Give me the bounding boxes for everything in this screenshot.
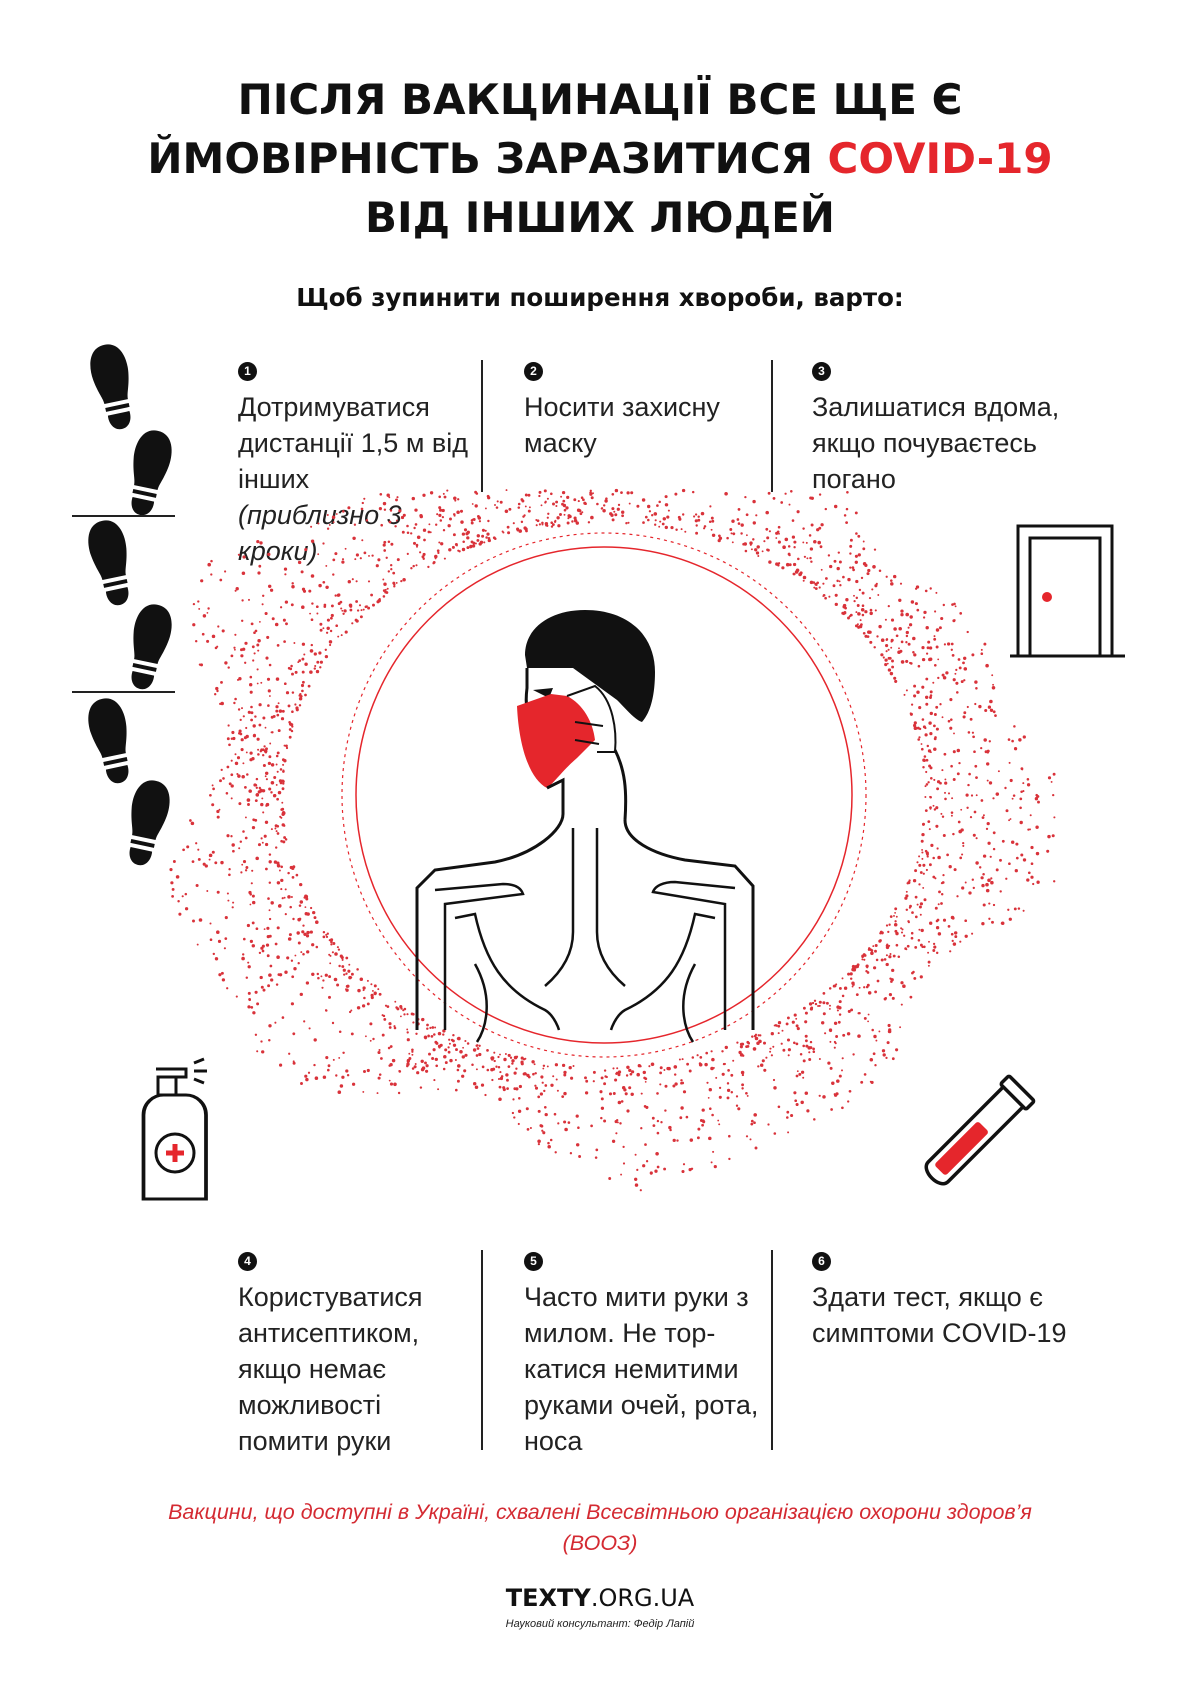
step-6: 6 Здати тест, якщо є симптоми COVID-19 — [812, 1252, 1072, 1351]
step-3: 3 Залишатися вдома, якщо почуваєтесь пог… — [812, 362, 1102, 497]
step-note: (приблизно 3 кроки) — [238, 500, 402, 566]
step-number: 2 — [524, 362, 543, 381]
step-number: 3 — [812, 362, 831, 381]
masked-person-illustration — [415, 610, 755, 1043]
step-2: 2 Носити захисну маску — [524, 362, 764, 461]
brand-bold: TEXTY — [505, 1584, 591, 1612]
title-line-1: ПІСЛЯ ВАКЦИНАЦІЇ ВСЕ ЩЕ Є — [237, 75, 963, 124]
test-tube-icon — [924, 1074, 1036, 1186]
step-5: 5 Часто мити руки з милом. Не тор-катися… — [524, 1252, 764, 1459]
scientific-consultant: Науковий консультант: Федір Лапій — [505, 1618, 695, 1630]
page-title: ПІСЛЯ ВАКЦИНАЦІЇ ВСЕ ЩЕ Є ЙМОВІРНІСТЬ ЗА… — [60, 70, 1140, 247]
step-text: Часто мити руки з милом. Не тор-катися н… — [524, 1282, 759, 1456]
title-line-2-text: ЙМОВІРНІСТЬ ЗАРАЗИТИСЯ — [147, 134, 828, 183]
column-divider — [771, 360, 773, 492]
title-covid-highlight: COVID-19 — [827, 134, 1053, 183]
column-divider — [481, 1250, 483, 1450]
step-number: 4 — [238, 1252, 257, 1271]
column-divider — [481, 360, 483, 492]
title-line-2: ЙМОВІРНІСТЬ ЗАРАЗИТИСЯ COVID-19 — [60, 129, 1140, 188]
step-1: 1 Дотримуватися дистанції 1,5 м від інши… — [238, 362, 468, 569]
sanitizer-bottle-icon — [141, 1057, 208, 1201]
door-icon — [1010, 524, 1125, 658]
step-text: Дотримуватися дистанції 1,5 м від інших — [238, 392, 468, 494]
brand-logo: TEXTY.ORG.UA — [400, 1584, 800, 1612]
step-4: 4 Користуватися антисептиком, якщо немає… — [238, 1252, 468, 1459]
droplet-dots — [169, 488, 1056, 1192]
column-divider — [771, 1250, 773, 1450]
step-number: 5 — [524, 1252, 543, 1271]
subtitle: Щоб зупинити поширення хвороби, варто: — [296, 283, 904, 312]
dashed-ring — [341, 532, 867, 1058]
step-text: Носити захисну маску — [524, 392, 720, 458]
step-number: 6 — [812, 1252, 831, 1271]
title-line-3: ВІД ІНШИХ ЛЮДЕЙ — [365, 193, 835, 242]
step-text: Здати тест, якщо є симптоми COVID-19 — [812, 1282, 1067, 1348]
door-knob — [1042, 592, 1052, 602]
droplet-aura-illustration — [169, 488, 1056, 1192]
footprints-icon — [72, 340, 176, 869]
vaccine-footnote: Вакцини, що доступні в Україні, схвалені… — [168, 1500, 1032, 1555]
brand-domain: .ORG.UA — [590, 1584, 695, 1612]
inner-ring — [355, 546, 853, 1044]
step-text: Користуватися антисептиком, якщо немає м… — [238, 1282, 423, 1456]
step-text: Залишатися вдома, якщо почуваєтесь поган… — [812, 392, 1060, 494]
step-number: 1 — [238, 362, 257, 381]
